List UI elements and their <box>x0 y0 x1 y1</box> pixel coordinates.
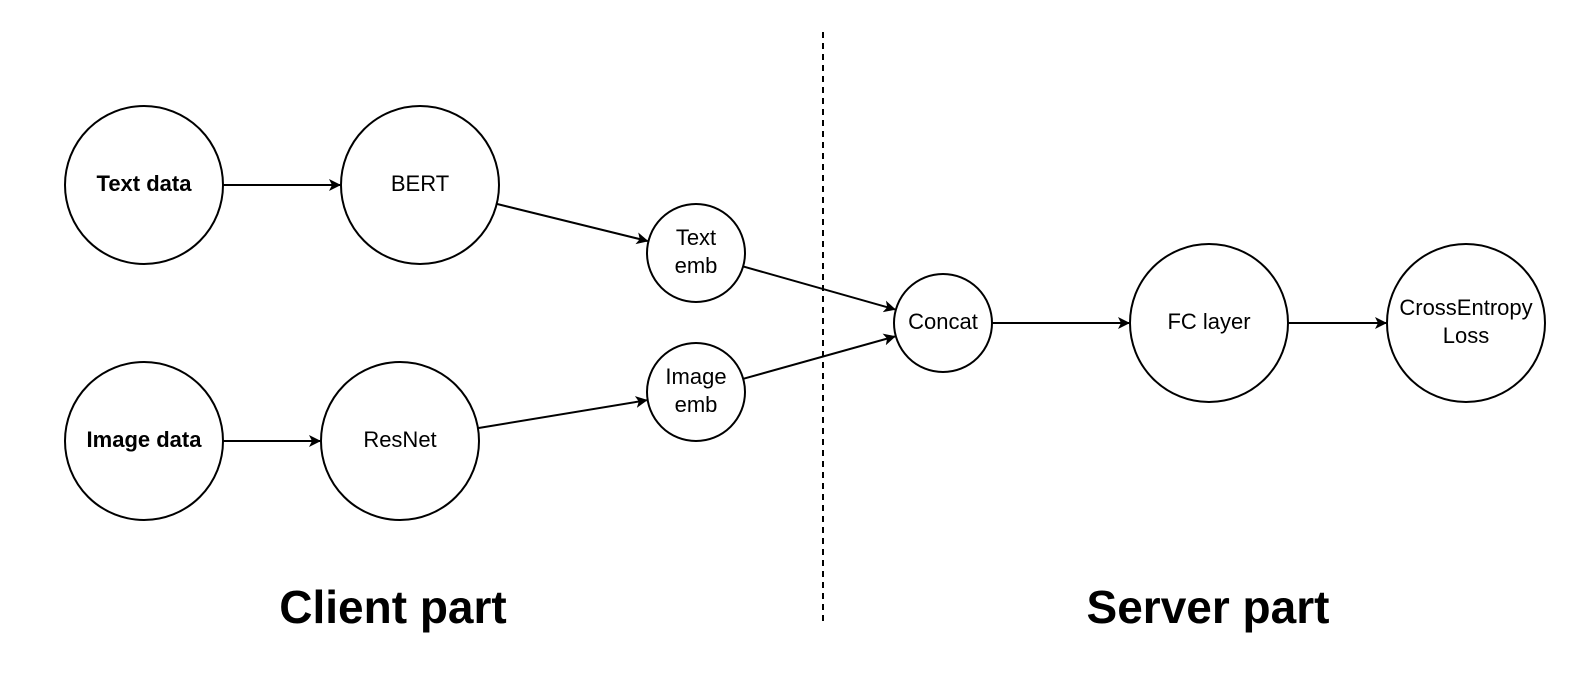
node-text-data: Text data <box>64 105 224 265</box>
node-circle <box>64 361 224 521</box>
client-part-label: Client part <box>279 581 506 633</box>
node-circle <box>893 273 993 373</box>
node-bert: BERT <box>340 105 500 265</box>
node-label: CrossEntropy <box>1399 295 1532 320</box>
node-fc-layer: FC layer <box>1129 243 1289 403</box>
node-label: Image <box>665 364 726 389</box>
node-circle <box>340 105 500 265</box>
node-circle <box>1386 243 1546 403</box>
node-label: Text data <box>97 171 193 196</box>
node-concat: Concat <box>893 273 993 373</box>
node-circle <box>64 105 224 265</box>
node-circle <box>320 361 480 521</box>
node-circle <box>646 203 746 303</box>
node-resnet: ResNet <box>320 361 480 521</box>
node-image-data: Image data <box>64 361 224 521</box>
node-label: FC layer <box>1167 309 1250 334</box>
node-text-emb: Text emb <box>646 203 746 303</box>
node-label: emb <box>675 253 718 278</box>
node-label: Loss <box>1443 323 1489 348</box>
node-label: emb <box>675 392 718 417</box>
node-label: Text <box>676 225 716 250</box>
edge-image-emb-to-concat <box>742 333 896 380</box>
edges <box>223 179 1387 447</box>
node-circle <box>646 342 746 442</box>
node-circle <box>1129 243 1289 403</box>
server-part-label: Server part <box>1087 581 1330 633</box>
edge-bert-to-text-emb <box>496 202 649 245</box>
edge-text-emb-to-concat <box>742 265 896 313</box>
node-label: Image data <box>87 427 203 452</box>
node-label: BERT <box>391 171 449 196</box>
edge-resnet-to-image-emb <box>477 396 648 430</box>
node-label: Concat <box>908 309 978 334</box>
node-image-emb: Image emb <box>646 342 746 442</box>
node-label: ResNet <box>363 427 436 452</box>
